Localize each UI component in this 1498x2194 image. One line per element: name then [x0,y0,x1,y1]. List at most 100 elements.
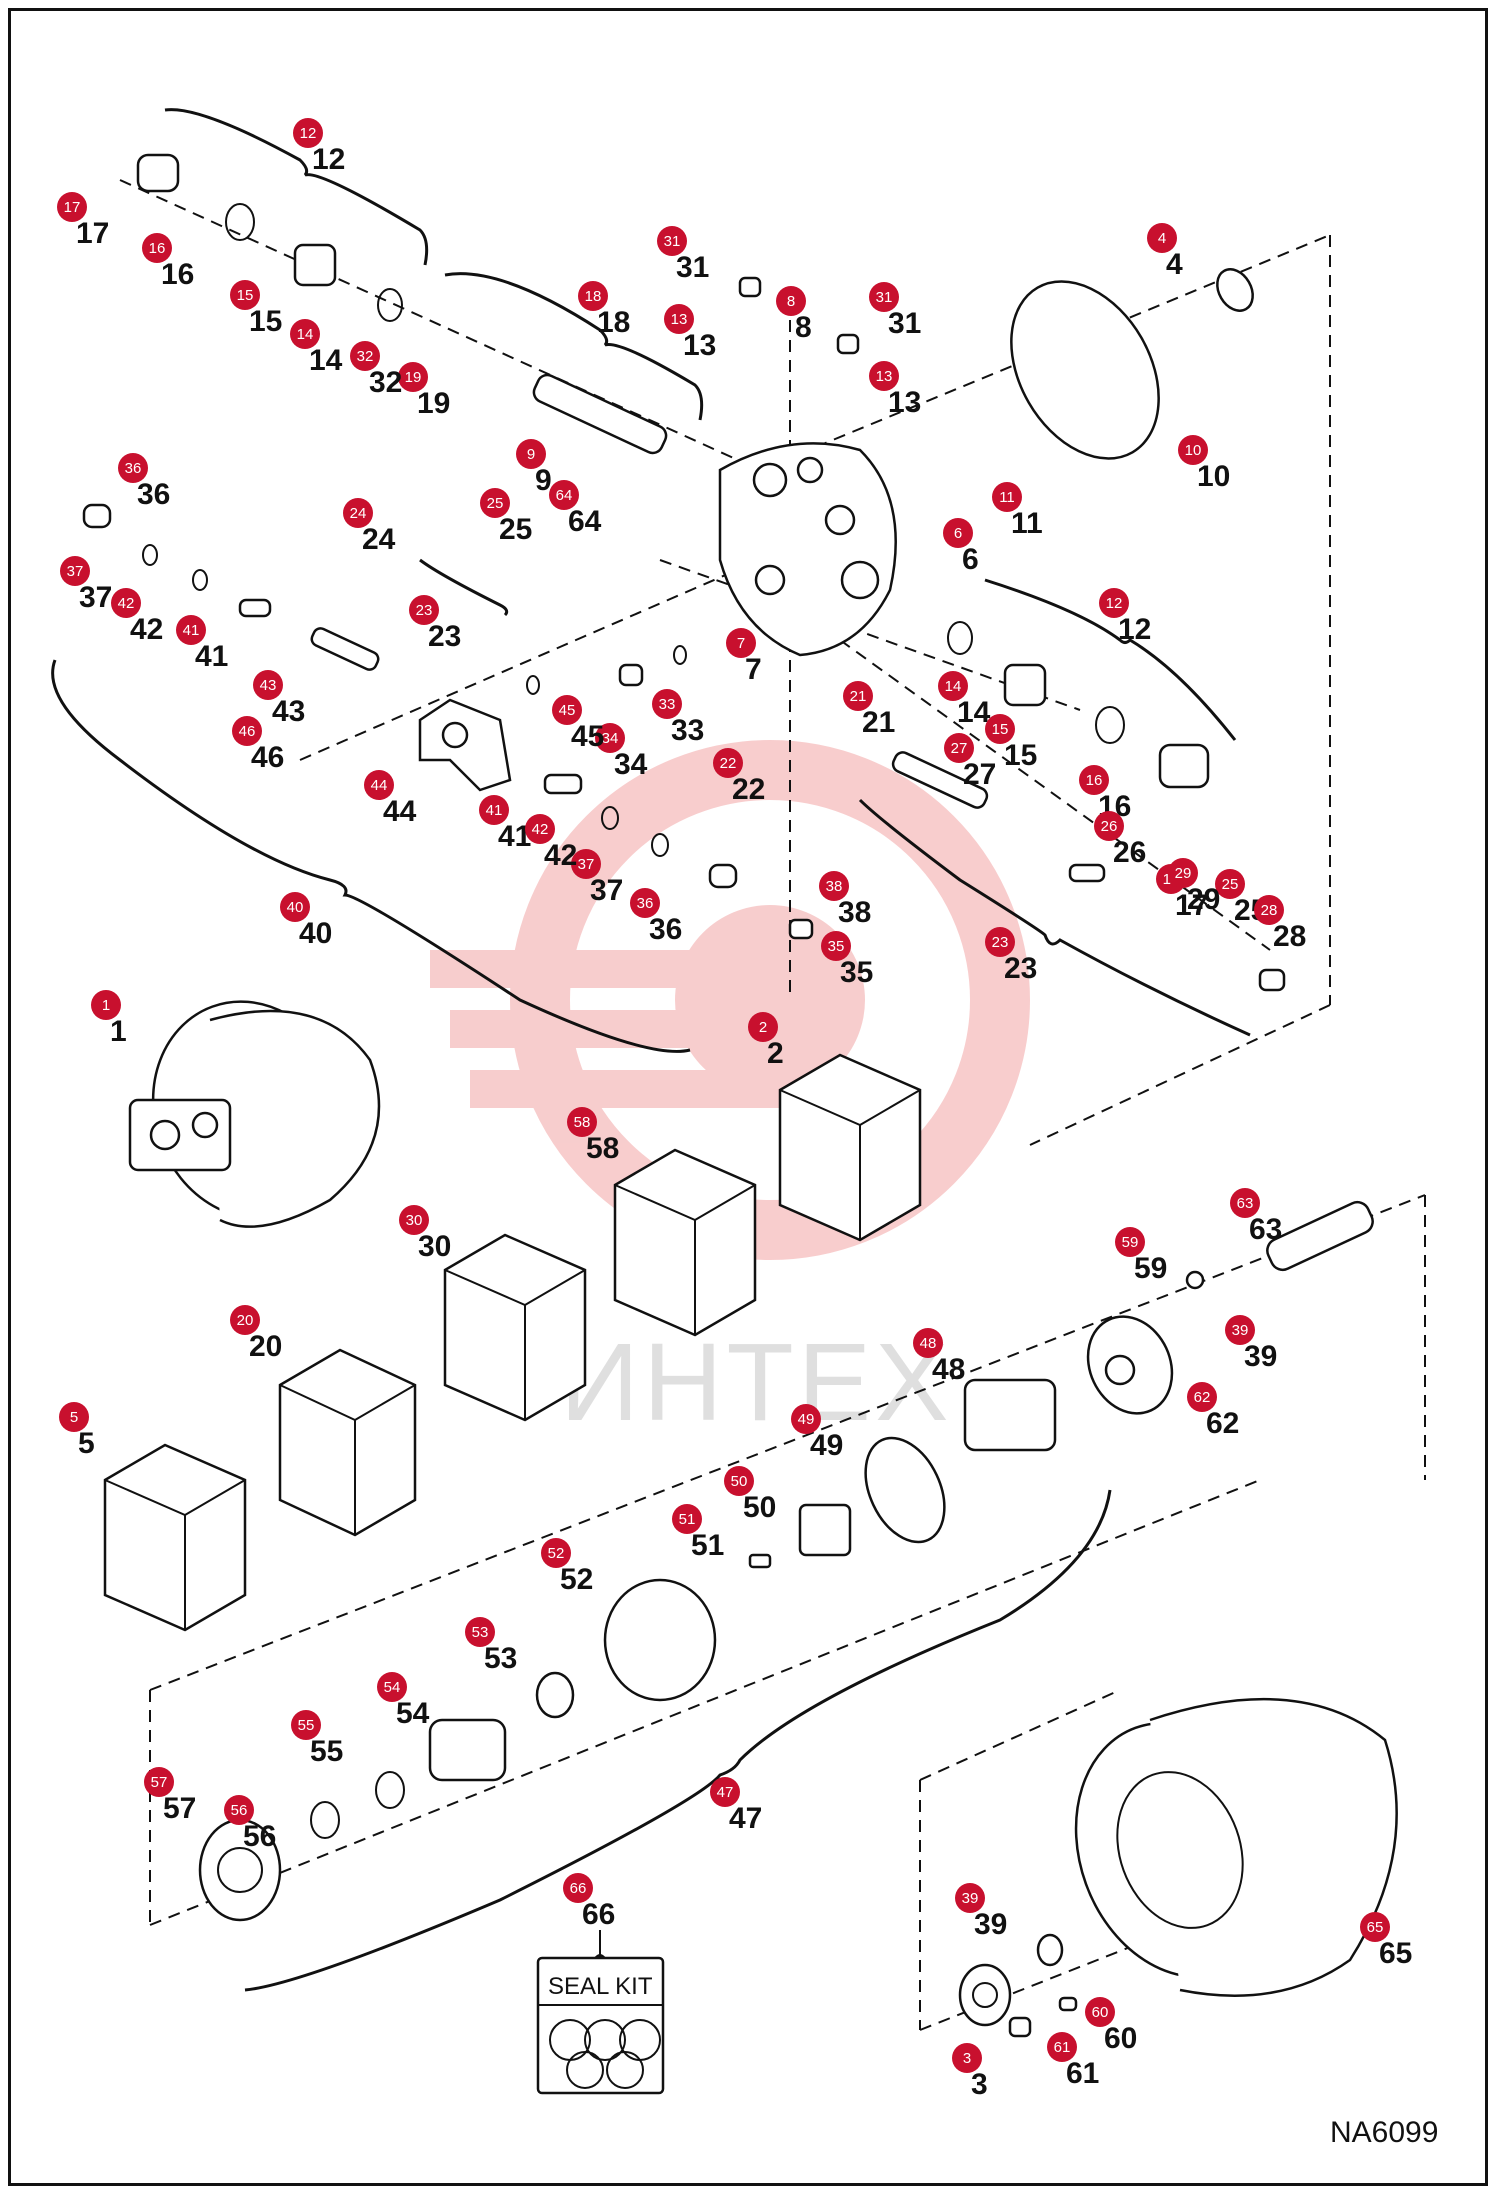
callout-marker [944,733,974,763]
callout-number: 15 [249,305,282,338]
callout-marker-number: 18 [585,288,602,305]
callout-marker-number: 25 [1222,876,1239,893]
callout-5: 55 [59,1402,95,1460]
callout-marker-number: 6 [954,525,962,542]
callout-number: 32 [369,366,402,399]
callout-marker [142,233,172,263]
callout-marker-number: 31 [664,233,681,250]
callout-marker [1115,1227,1145,1257]
callout-marker [652,689,682,719]
callout-number: 12 [1118,613,1151,646]
callout-number: 36 [649,913,682,946]
callout-marker-number: 49 [798,1411,815,1428]
callout-marker-number: 65 [1367,1919,1384,1936]
callout-marker-number: 10 [1185,442,1202,459]
spool-9 [532,373,668,455]
callout-4: 44 [1147,223,1183,281]
rotating-group [198,1200,1374,1922]
callout-number: 37 [590,874,623,907]
callout-marker-number: 36 [637,895,654,912]
callout-marker [224,1795,254,1825]
callout-number: 56 [243,1820,276,1853]
callout-marker-number: 62 [1194,1389,1211,1406]
callout-marker-number: 8 [787,293,795,310]
callout-1: 11 [91,990,127,1048]
callout-marker [144,1767,174,1797]
callout-number: 66 [582,1898,615,1931]
callout-number: 29 [1187,883,1220,916]
callout-number: 42 [130,613,163,646]
callout-number: 53 [484,1642,517,1675]
callout-marker [549,480,579,510]
callout-number: 65 [1379,1937,1412,1970]
motor-valve-body [718,442,897,657]
callout-marker [1079,765,1109,795]
callout-number: 6 [962,543,979,576]
callout-marker [91,990,121,1020]
group-brackets [51,108,1251,1992]
callout-number: 13 [888,386,921,419]
callout-number: 16 [161,258,194,291]
callout-marker-number: 47 [717,1784,734,1801]
callout-number: 14 [309,344,343,377]
callout-marker-number: 13 [876,368,893,385]
callout-marker [293,118,323,148]
callout-number: 38 [838,896,871,929]
callout-marker [713,748,743,778]
callout-marker [672,1504,702,1534]
callout-number: 30 [418,1230,451,1263]
callout-marker [985,714,1015,744]
callout-marker-number: 12 [1106,595,1123,612]
callout-marker-number: 59 [1122,1234,1139,1251]
callout-marker [1178,435,1208,465]
callout-number: 8 [795,311,812,344]
callout-marker-number: 3 [963,2050,971,2067]
callout-marker-number: 39 [1232,1322,1249,1339]
callout-marker-number: 15 [237,287,254,304]
callout-number: 14 [957,696,991,729]
callout-marker-number: 31 [876,289,893,306]
callout-marker-number: 28 [1261,902,1278,919]
callout-marker-number: 61 [1054,2039,1071,2056]
callout-number: 11 [1011,507,1043,540]
callout-marker-number: 53 [472,1624,489,1641]
callout-marker [664,304,694,334]
callout-marker [821,931,851,961]
callout-number: 34 [614,748,648,781]
callout-marker-number: 52 [548,1545,565,1562]
callout-marker [938,671,968,701]
callout-number: 22 [732,773,765,806]
callout-number: 5 [78,1427,95,1460]
callout-number: 19 [417,387,450,420]
callout-marker [955,1883,985,1913]
callout-marker [1360,1912,1390,1942]
callout-9: 99 [516,439,552,497]
callout-marker-number: 25 [487,495,504,512]
callout-marker-number: 11 [999,489,1015,506]
callout-marker [552,695,582,725]
callout-marker [57,192,87,222]
